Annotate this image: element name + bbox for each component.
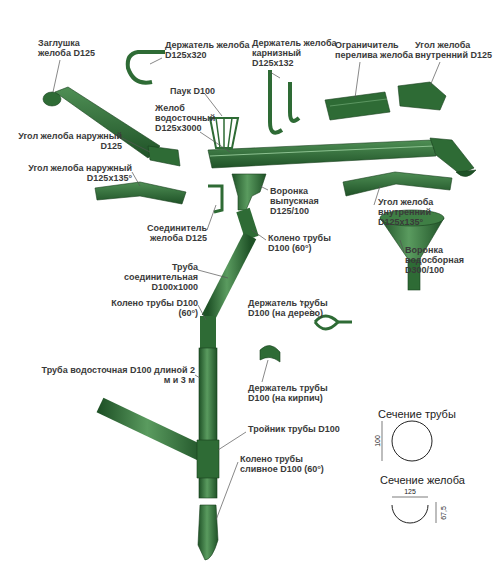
part-label: Заглушка желоба D125 (38, 38, 100, 58)
dimension-label: 100 (374, 431, 382, 451)
part-label: Соединитель желоба D125 (133, 223, 207, 243)
part-label: Колено трубы D100 (60°) (268, 233, 352, 253)
part-label: Держатель желоба карнизный D125x132 (252, 38, 338, 68)
part-label: Угол желоба внутренний D125x135° (378, 197, 468, 227)
part-label: Колено трубы D100 (60°) (108, 298, 198, 318)
part-label: Держатель трубы D100 (на дерево) (248, 298, 340, 318)
part-label: Держатель желоба D125x320 (165, 40, 253, 60)
part-label: Тройник трубы D100 (248, 424, 340, 434)
dimension-label: 125 (400, 488, 420, 496)
part-label: Колено трубы сливное D100 (60°) (240, 454, 336, 474)
part-label: Желоб водосточный D125x3000 (155, 103, 221, 133)
part-label: Паук D100 (170, 86, 230, 96)
dimension-label: 67,5 (440, 501, 448, 525)
part-label: Труба соединительная D100x1000 (108, 262, 198, 292)
part-label: Ограничитель перелива желоба (335, 40, 417, 60)
section-title: Сечение трубы (378, 408, 488, 421)
section-title: Сечение желоба (380, 474, 490, 487)
part-label: Угол желоба наружный D125 (8, 131, 122, 151)
part-label: Воронка водосборная D300/100 (405, 245, 497, 275)
part-label: Труба водосточная D100 длиной 2 м и 3 м (40, 365, 195, 385)
part-label: Воронка выпускная D125/100 (270, 186, 332, 216)
part-label: Угол желоба наружный D125x135° (8, 163, 132, 183)
part-label: Угол желоба внутренний D125 (415, 40, 499, 60)
part-label: Держатель трубы D100 (на кирпич) (248, 383, 340, 403)
leader-lines (53, 58, 440, 520)
